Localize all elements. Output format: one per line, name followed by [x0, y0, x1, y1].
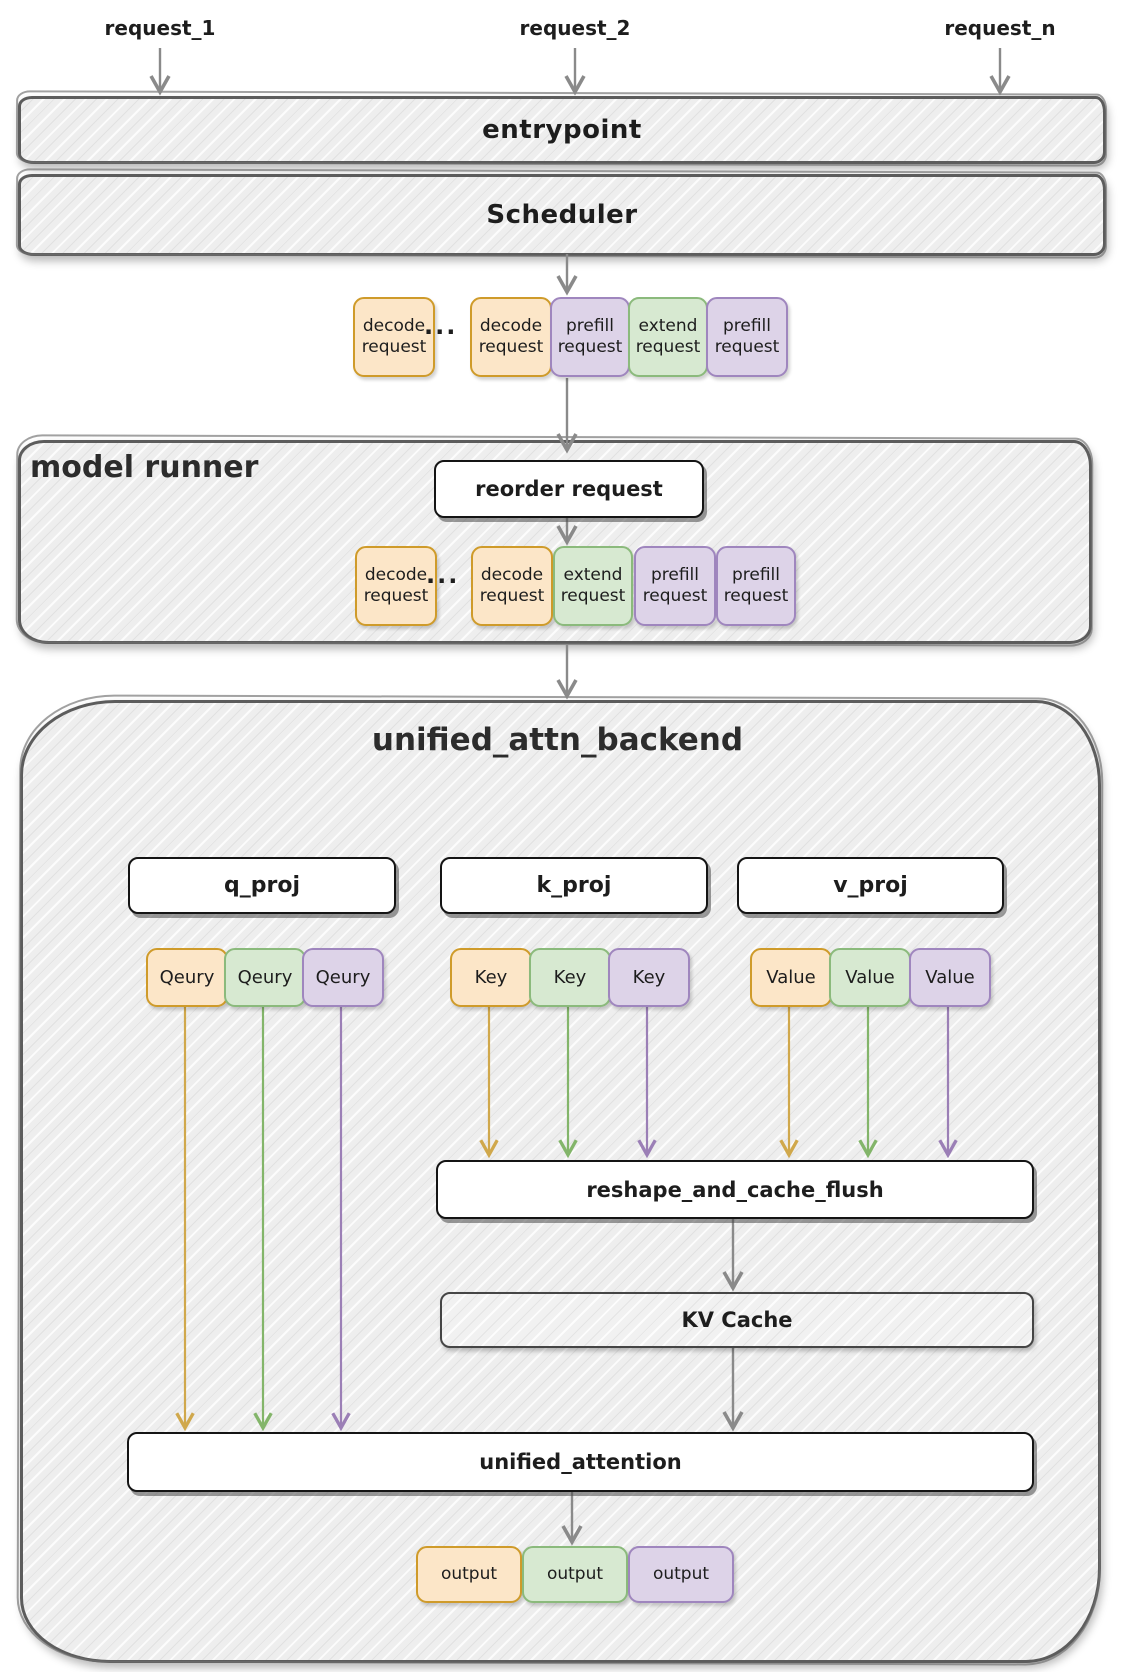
ellipsis: ...	[424, 312, 458, 340]
key-box: Key	[608, 948, 690, 1007]
unified-attention-box: unified_attention	[127, 1432, 1034, 1492]
query-box: Qeury	[224, 948, 306, 1007]
request-box: decode request	[355, 546, 437, 626]
query-box: Qeury	[146, 948, 228, 1007]
output-box: output	[416, 1546, 522, 1603]
value-box: Value	[829, 948, 911, 1007]
q-proj-box: q_proj	[128, 857, 396, 914]
request-n-label: request_n	[944, 16, 1056, 40]
request-2-label: request_2	[519, 16, 631, 40]
request-1-label: request_1	[104, 16, 216, 40]
kv-cache-box: KV Cache	[440, 1292, 1034, 1348]
value-box: Value	[909, 948, 991, 1007]
query-box: Qeury	[302, 948, 384, 1007]
request-box: prefill request	[706, 297, 788, 377]
request-box: decode request	[471, 546, 553, 626]
request-box: prefill request	[634, 546, 716, 626]
ellipsis: ...	[426, 561, 460, 589]
request-box: extend request	[553, 546, 633, 626]
scheduler-label: Scheduler	[486, 200, 638, 230]
request-box: decode request	[353, 297, 435, 377]
entrypoint-label: entrypoint	[482, 115, 642, 145]
request-box: extend request	[628, 297, 708, 377]
request-box: prefill request	[550, 297, 630, 377]
value-box: Value	[750, 948, 832, 1007]
output-box: output	[628, 1546, 734, 1603]
request-box: decode request	[470, 297, 552, 377]
backend-title: unified_attn_backend	[371, 722, 744, 758]
v-proj-box: v_proj	[737, 857, 1004, 914]
reshape-and-cache-flush-box: reshape_and_cache_flush	[436, 1160, 1034, 1219]
key-box: Key	[450, 948, 532, 1007]
request-box: prefill request	[716, 546, 796, 626]
key-box: Key	[529, 948, 611, 1007]
model-runner-title: model runner	[30, 450, 259, 485]
scheduler-bar: Scheduler	[18, 174, 1106, 256]
k-proj-box: k_proj	[440, 857, 708, 914]
reorder-request-box: reorder request	[434, 460, 704, 518]
entrypoint-bar: entrypoint	[18, 96, 1106, 164]
output-box: output	[522, 1546, 628, 1603]
